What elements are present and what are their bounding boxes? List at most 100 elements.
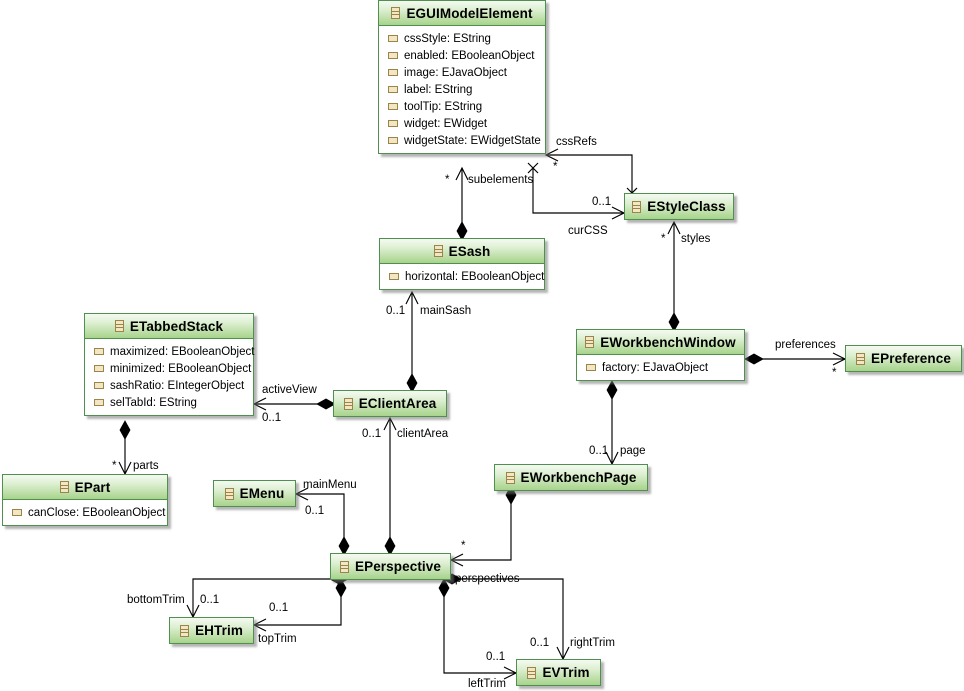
class-icon	[391, 7, 401, 19]
edge-label-subelements: subelements	[468, 174, 533, 186]
edge-label-bottomtrim: bottomTrim	[127, 594, 185, 606]
attribute-icon	[388, 120, 398, 127]
edge-mult-parts: *	[112, 460, 117, 472]
attribute-icon	[388, 52, 398, 59]
attribute-row: widget: EWidget	[379, 115, 545, 132]
class-icon	[114, 320, 124, 332]
edge-mult-perspectives: *	[461, 540, 466, 552]
edge-label-curcss: curCSS	[568, 225, 608, 237]
attribute-text: sashRatio: EIntegerObject	[110, 379, 245, 392]
class-header: EGUIModelElement	[379, 1, 545, 26]
class-box-eworkbenchpage[interactable]: EWorkbenchPage	[494, 464, 648, 491]
edge-label-righttrim: rightTrim	[570, 637, 615, 649]
edge-mult-righttrim: 0..1	[530, 637, 549, 649]
edge-label-toptrim: topTrim	[258, 633, 297, 645]
edge-mainsash[interactable]: mainSash 0..1	[386, 290, 471, 393]
edge-perspectives[interactable]: perspectives *	[449, 485, 520, 585]
class-title: ESash	[448, 243, 491, 259]
edge-righttrim[interactable]: rightTrim 0..1	[442, 573, 615, 661]
class-title: EWorkbenchWindow	[600, 334, 736, 350]
attribute-icon	[94, 365, 104, 372]
edge-page[interactable]: page 0..1	[589, 380, 646, 466]
attribute-row: enabled: EBooleanObject	[379, 47, 545, 64]
edge-bottomtrim[interactable]: bottomTrim 0..1	[127, 573, 349, 619]
edge-mult-subelements: *	[445, 174, 450, 186]
attribute-text: image: EJavaObject	[404, 66, 507, 79]
attribute-row: widgetState: EWidgetState	[379, 132, 545, 149]
attribute-icon	[94, 348, 104, 355]
attribute-row: toolTip: EString	[379, 98, 545, 115]
edge-preferences[interactable]: preferences *	[744, 339, 847, 379]
attribute-icon	[94, 399, 104, 406]
attribute-row: canClose: EBooleanObject	[3, 504, 167, 521]
attribute-text: toolTip: EString	[404, 100, 483, 113]
edge-label-styles: styles	[681, 233, 711, 245]
class-header: ETabbedStack	[85, 314, 253, 339]
class-attributes: horizontal: EBooleanObject	[380, 264, 544, 289]
class-icon	[339, 560, 349, 573]
edge-subelements[interactable]: subelements *	[445, 166, 533, 241]
edge-label-lefttrim: leftTrim	[468, 678, 506, 690]
class-box-eworkbenchwindow[interactable]: EWorkbenchWindow factory: EJavaObject	[576, 329, 745, 381]
attribute-icon	[388, 103, 398, 110]
edge-label-page: page	[620, 445, 646, 457]
attribute-row: factory: EJavaObject	[577, 359, 744, 376]
attribute-text: cssStyle: EString	[404, 32, 491, 45]
class-box-esash[interactable]: ESash horizontal: EBooleanObject	[379, 238, 545, 290]
edge-mult-lefttrim: 0..1	[486, 651, 505, 663]
class-box-eclientarea[interactable]: EClientArea	[333, 390, 447, 417]
edge-mainmenu[interactable]: mainMenu 0..1	[294, 479, 357, 556]
attribute-text: maximized: EBooleanObject	[110, 345, 255, 358]
class-box-ehtrim[interactable]: EHTrim	[169, 617, 254, 644]
edge-label-mainmenu: mainMenu	[303, 479, 357, 491]
edge-activeview[interactable]: activeView 0..1	[252, 384, 336, 424]
class-icon	[180, 624, 190, 637]
class-header: EWorkbenchWindow	[577, 330, 744, 355]
class-box-eperspective[interactable]: EPerspective	[330, 553, 451, 580]
edge-label-clientarea: clientArea	[397, 428, 449, 440]
edge-parts[interactable]: parts *	[112, 420, 159, 476]
edge-styles[interactable]: styles *	[661, 220, 711, 332]
class-header: EPerspective	[331, 554, 450, 579]
attribute-row: horizontal: EBooleanObject	[380, 268, 544, 285]
class-header: EPreference	[846, 346, 961, 371]
class-box-epreference[interactable]: EPreference	[845, 345, 962, 372]
edge-lefttrim[interactable]: leftTrim 0..1	[438, 578, 518, 690]
edge-clientarea[interactable]: clientArea 0..1	[362, 416, 449, 556]
attribute-row: minimized: EBooleanObject	[85, 360, 253, 377]
class-icon	[527, 666, 537, 679]
class-box-emenu[interactable]: EMenu	[213, 480, 296, 507]
edge-toptrim[interactable]: topTrim 0..1	[252, 578, 347, 645]
edge-cssrefs[interactable]: cssRefs *	[544, 136, 638, 199]
attribute-row: cssStyle: EString	[379, 30, 545, 47]
attribute-icon	[388, 86, 398, 93]
edge-label-cssrefs: cssRefs	[556, 136, 597, 148]
edge-label-mainsash: mainSash	[420, 305, 471, 317]
attribute-text: selTabId: EString	[110, 396, 197, 409]
class-title: EStyleClass	[647, 199, 726, 214]
edge-mult-activeview: 0..1	[262, 412, 281, 424]
attribute-icon	[388, 69, 398, 76]
edge-curcss[interactable]: curCSS 0..1	[527, 162, 626, 237]
edge-mult-mainsash: 0..1	[386, 305, 405, 317]
class-icon	[632, 200, 642, 213]
class-box-eguimodelelement[interactable]: EGUIModelElement cssStyle: EString enabl…	[378, 0, 546, 154]
attribute-icon	[388, 35, 398, 42]
class-title: EPreference	[871, 351, 951, 366]
attribute-text: horizontal: EBooleanObject	[405, 270, 545, 283]
attribute-row: image: EJavaObject	[379, 64, 545, 81]
class-box-evtrim[interactable]: EVTrim	[516, 659, 601, 686]
class-box-epart[interactable]: EPart canClose: EBooleanObject	[2, 474, 168, 526]
class-title: EPerspective	[354, 559, 441, 574]
class-header: EMenu	[214, 481, 295, 506]
attribute-row: maximized: EBooleanObject	[85, 343, 255, 360]
class-box-etabbedstack[interactable]: ETabbedStack maximized: EBooleanObject m…	[84, 313, 254, 416]
edge-mult-mainmenu: 0..1	[305, 505, 324, 517]
class-header: EVTrim	[517, 660, 600, 685]
attribute-text: widgetState: EWidgetState	[404, 134, 541, 147]
class-icon	[505, 471, 515, 484]
attribute-row: label: EString	[379, 81, 545, 98]
class-box-estyleclass[interactable]: EStyleClass	[624, 193, 734, 220]
class-icon	[856, 352, 866, 365]
class-header: EHTrim	[170, 618, 253, 643]
